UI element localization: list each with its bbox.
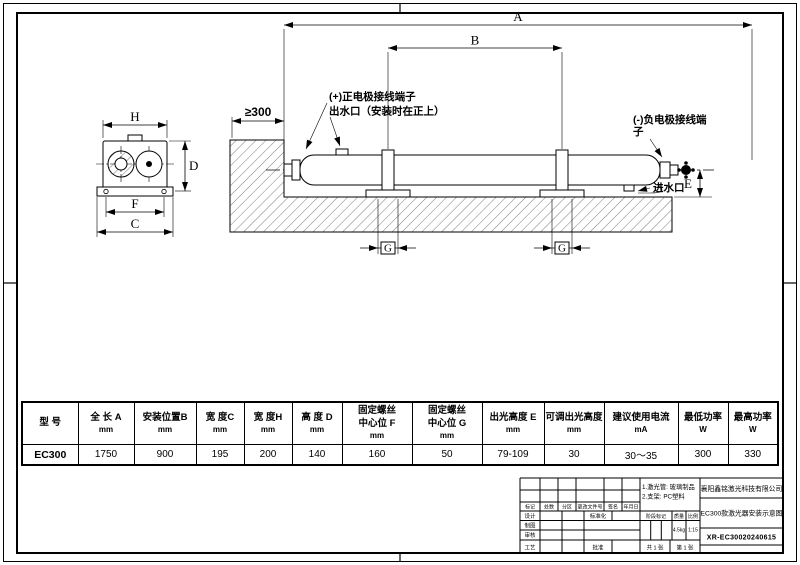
- mount-bracket-left: [365, 149, 411, 198]
- dim-label-D: D: [189, 158, 198, 173]
- end-view-base: [96, 186, 174, 197]
- tb-sheet-number: 第 1 张: [676, 544, 694, 552]
- tb-signature: 签名: [608, 504, 618, 511]
- tb-company: 襄阳鑫铭激光科技有限公司: [701, 484, 783, 493]
- dimension-lines: [97, 22, 752, 255]
- callout-negative-terminal: (-)负电极接线端: [633, 113, 707, 126]
- mount-bracket-right: [539, 149, 585, 198]
- tb-standardize: 标准化: [590, 512, 607, 520]
- callout-negative-terminal-2: 子: [633, 126, 644, 138]
- tb-note-1: 1.激光管: 玻璃制品: [642, 482, 695, 491]
- cell-screw-center-g: 50: [411, 444, 483, 466]
- tb-craft: 工艺: [524, 545, 536, 552]
- water-inlet-nub: [623, 184, 635, 192]
- callout-positive-terminal: (+)正电极接线端子: [329, 90, 416, 103]
- drawing-border: [3, 3, 797, 562]
- dim-label-B: B: [471, 33, 480, 48]
- cell-total-length: 1750: [77, 444, 135, 466]
- water-outlet-nub: [335, 148, 349, 156]
- tb-mark: 标记: [525, 504, 535, 511]
- tb-drawing-number: XR-EC30020240615: [707, 535, 776, 542]
- cell-max-power: 330: [727, 444, 779, 466]
- end-view: [96, 134, 174, 197]
- cell-install-position: 900: [133, 444, 197, 466]
- dim-label-E: E: [684, 176, 692, 191]
- positive-electrode-fitting: [291, 159, 301, 181]
- col-header-model: 型 号: [21, 401, 79, 445]
- tb-scale-value: 1:15: [688, 528, 698, 534]
- tb-note-2: 2.支架: PC塑料: [642, 492, 685, 501]
- tb-date: 年月日: [623, 504, 638, 511]
- end-knob: [677, 161, 695, 179]
- screw-hole: [103, 188, 109, 195]
- tb-zone: 分区: [562, 504, 572, 511]
- dim-label-G-left: G: [384, 243, 392, 255]
- cell-beam-height-e: 79-109: [481, 444, 545, 466]
- cell-width-h: 200: [243, 444, 293, 466]
- end-view-outlet-nub: [127, 134, 143, 142]
- callouts: (+)正电极接线端子 出水口（安装时在正上） (-)负电极接线端 子 进水口: [305, 90, 707, 194]
- title-block: 标记 处数 分区 更改文件号 签名 年月日 设计 标准化 阶段标记 质量 比例 …: [519, 477, 783, 553]
- tb-drawing-title: EC300款激光器安装示意图: [701, 509, 783, 518]
- dim-label-F: F: [131, 196, 138, 211]
- dim-label-G-right: G: [558, 243, 566, 255]
- callout-water-inlet: 进水口: [653, 181, 685, 194]
- cell-height-d: 140: [291, 444, 343, 466]
- tb-sheet-total: 共 1 张: [646, 544, 664, 552]
- dim-label-clearance: ≥300: [245, 105, 272, 119]
- cell-width-c: 195: [195, 444, 245, 466]
- tb-weight-value: 4.5kg: [673, 528, 685, 534]
- tb-approve: 批准: [592, 544, 604, 552]
- screw-hole: [161, 188, 167, 195]
- tb-check: 审核: [524, 531, 536, 539]
- spec-table-data-row: EC300 1750 900 195 200 140 160 50 79-109…: [21, 444, 779, 466]
- tb-design: 设计: [524, 512, 536, 520]
- cell-min-power: 300: [677, 444, 729, 466]
- tb-stage-mark: 阶段标记: [646, 513, 666, 520]
- dim-label-H: H: [130, 109, 139, 124]
- dim-label-A: A: [513, 9, 523, 24]
- tb-draft: 制图: [524, 522, 536, 530]
- tb-count: 处数: [544, 504, 554, 511]
- cell-model: EC300: [21, 444, 79, 466]
- dim-label-C: C: [131, 216, 140, 231]
- tb-change-doc: 更改文件号: [577, 504, 602, 511]
- negative-electrode-fitting: [659, 161, 671, 179]
- cell-recommended-current: 30～35: [603, 444, 679, 466]
- tb-weight: 质量: [674, 513, 684, 520]
- callout-water-outlet: 出水口（安装时在正上）: [329, 105, 445, 118]
- centering-marks: [3, 3, 797, 562]
- extension-lines: [96, 29, 753, 254]
- cell-adjustable-height: 30: [543, 444, 605, 466]
- tb-scale: 比例: [688, 513, 698, 520]
- dimension-labels: A B ≥300 E H D F C G G: [130, 9, 692, 255]
- cell-screw-center-f: 160: [341, 444, 413, 466]
